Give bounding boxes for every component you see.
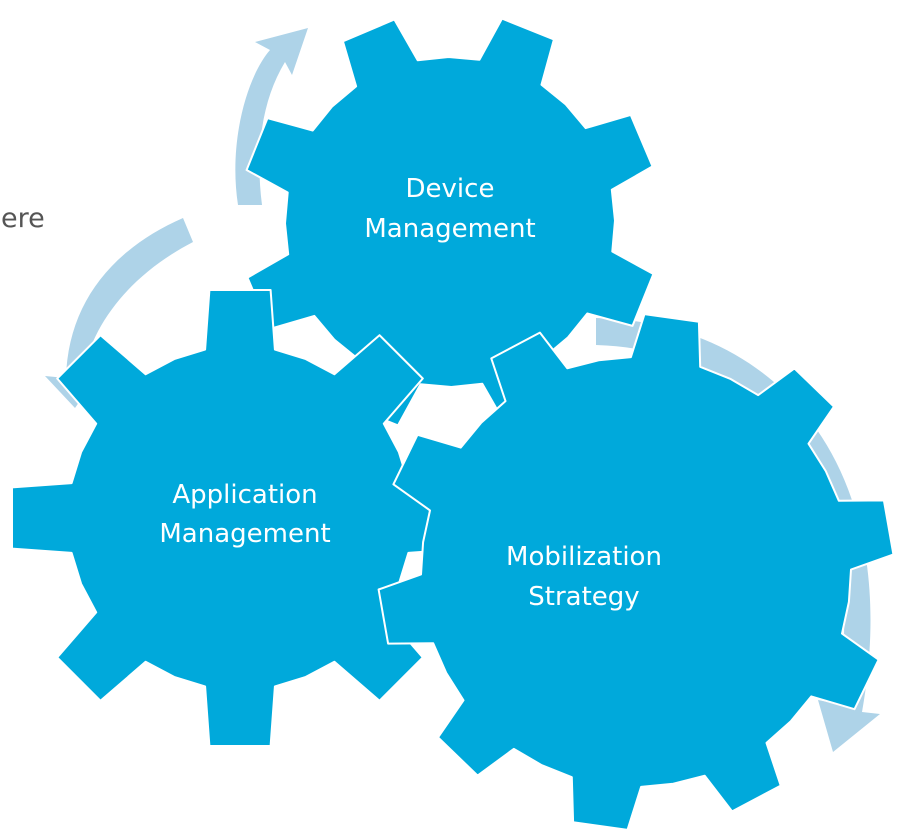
- device-label-line-1: Device: [406, 174, 495, 204]
- mobilization-strategy-label: Mobilization Strategy: [506, 542, 662, 612]
- gear-device: [245, 17, 655, 427]
- gear-application: [11, 289, 469, 747]
- device-label-line-2: Management: [364, 214, 535, 244]
- background-text-fragment: ere: [1, 203, 45, 234]
- gears: [11, 17, 895, 831]
- application-label-line-2: Management: [159, 519, 330, 549]
- application-management-label: Application Management: [159, 480, 330, 549]
- application-label-line-1: Application: [172, 480, 317, 510]
- mobilization-label-line-2: Strategy: [528, 582, 639, 612]
- gear-mobilization: [377, 313, 895, 831]
- mobilization-label-line-1: Mobilization: [506, 542, 662, 572]
- device-management-label: Device Management: [364, 174, 535, 244]
